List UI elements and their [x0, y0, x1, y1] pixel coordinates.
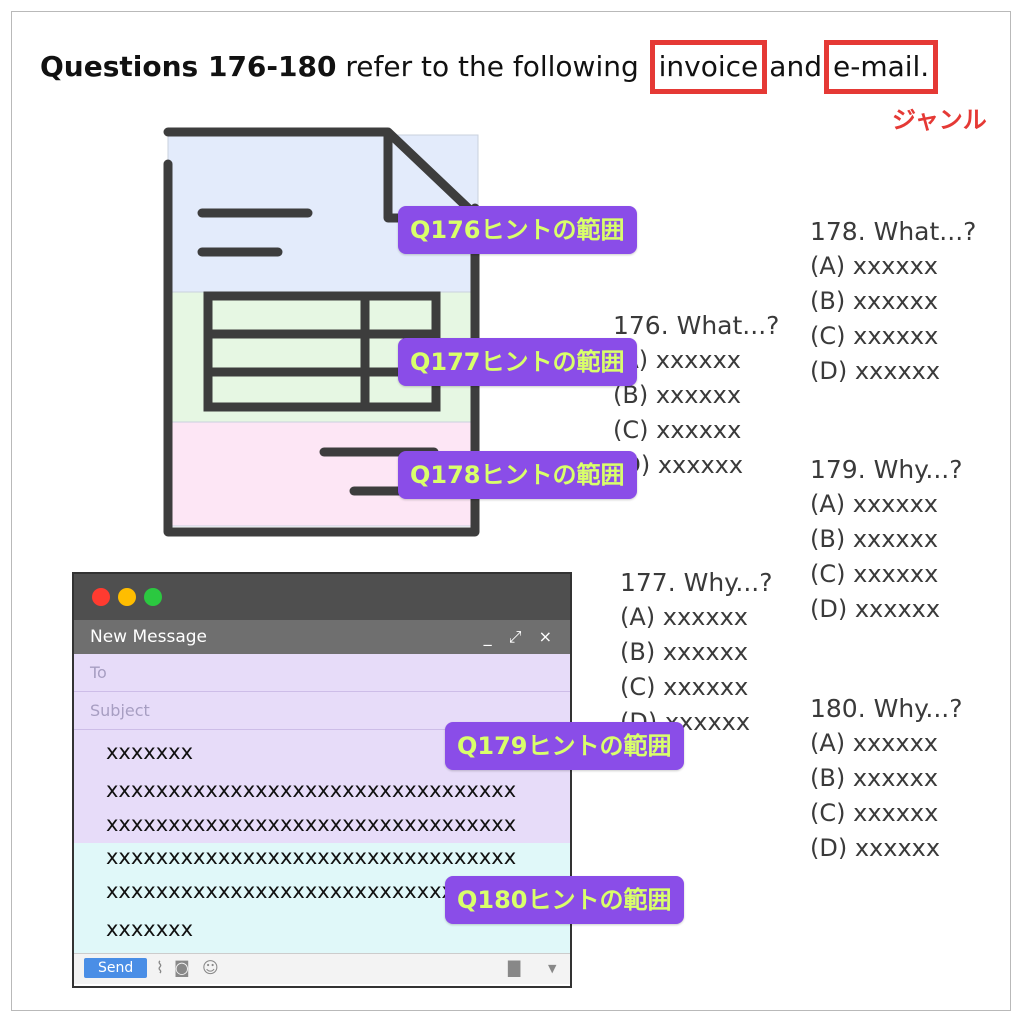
question-180: 180. Why...? (A) xxxxxx (B) xxxxxx (C) x…	[810, 691, 963, 866]
question-title: 180. Why...?	[810, 694, 963, 723]
genre-label: ジャンル	[892, 106, 987, 134]
email-window: New Message _ ⤢ × To Subject xxxxxxx xxx…	[72, 572, 572, 988]
email-line: xxxxxxx	[106, 917, 193, 941]
option-d: (D) xxxxxx	[810, 834, 941, 862]
option-b: (B) xxxxxx	[620, 638, 749, 666]
option-a: (A) xxxxxx	[810, 729, 938, 757]
question-title: 177. Why...?	[620, 568, 773, 597]
option-d: (D) xxxxxx	[810, 595, 941, 623]
question-178: 178. What...? (A) xxxxxx (B) xxxxxx (C) …	[810, 214, 976, 389]
email-line: xxxxxxxxxxxxxxxxxxxxxxxxxxxxxxxxx	[106, 845, 517, 869]
headline-questions: Questions 176-180	[40, 50, 337, 83]
email-highlight: e-mail.	[823, 40, 939, 94]
email-line: xxxxxxx	[106, 740, 193, 764]
close-dot-icon[interactable]	[92, 588, 110, 606]
hint-label-177: Q177ヒントの範囲	[398, 338, 637, 386]
hint-label-178: Q178ヒントの範囲	[398, 451, 637, 499]
question-179: 179. Why...? (A) xxxxxx (B) xxxxxx (C) x…	[810, 452, 963, 627]
option-d: (D) xxxxxx	[810, 357, 941, 385]
maximize-dot-icon[interactable]	[144, 588, 162, 606]
option-a: (A) xxxxxx	[810, 252, 938, 280]
option-c: (C) xxxxxx	[613, 416, 742, 444]
option-c: (C) xxxxxx	[810, 322, 939, 350]
hint-label-176: Q176ヒントの範囲	[398, 206, 637, 254]
option-b: (B) xxxxxx	[810, 287, 939, 315]
headline: Questions 176-180 refer to the following…	[40, 40, 940, 94]
question-title: 178. What...?	[810, 217, 977, 246]
question-title: 176. What...?	[613, 311, 780, 340]
option-d: (D) xxxxxx	[613, 451, 744, 479]
email-line: xxxxxxxxxxxxxxxxxxxxxxxxxxxxxxxxx	[106, 812, 517, 836]
question-176: 176. What...? (A) xxxxxx (B) xxxxxx (C) …	[613, 308, 779, 483]
outer-frame	[11, 11, 1011, 1011]
option-b: (B) xxxxxx	[810, 764, 939, 792]
email-line: xxxxxxxxxxxxxxxxxxxxxxxxxxxxxxxxx	[106, 778, 517, 802]
send-button[interactable]: Send	[84, 958, 148, 978]
dropdown-icon[interactable]: ▼	[548, 962, 557, 975]
to-field[interactable]: To	[74, 654, 570, 692]
option-c: (C) xxxxxx	[810, 560, 939, 588]
option-c: (C) xxxxxx	[620, 673, 749, 701]
minimize-dot-icon[interactable]	[118, 588, 136, 606]
smiley-icon[interactable]: ☺	[202, 958, 219, 977]
option-a: (A) xxxxxx	[613, 346, 741, 374]
option-a: (A) xxxxxx	[620, 603, 748, 631]
option-b: (B) xxxxxx	[613, 381, 742, 409]
option-a: (A) xxxxxx	[810, 490, 938, 518]
headline-and: and	[769, 50, 822, 83]
camera-icon[interactable]: ◙	[174, 958, 190, 977]
option-c: (C) xxxxxx	[810, 799, 939, 827]
message-title: New Message	[90, 627, 207, 647]
headline-text: refer to the following	[336, 50, 648, 83]
window-controls[interactable]: _ ⤢ ×	[483, 627, 558, 646]
invoice-highlight: invoice	[649, 40, 768, 94]
email-body-zone-179: xxxxxxx xxxxxxxxxxxxxxxxxxxxxxxxxxxxxxxx…	[74, 730, 570, 843]
message-header: New Message _ ⤢ ×	[74, 620, 570, 654]
trash-icon[interactable]: ▇	[508, 958, 521, 977]
question-177: 177. Why...? (A) xxxxxx (B) xxxxxx (C) x…	[620, 565, 773, 740]
window-titlebar	[74, 574, 570, 620]
hint-label-179: Q179ヒントの範囲	[445, 722, 684, 770]
paperclip-icon[interactable]: ⌇	[156, 958, 164, 977]
question-title: 179. Why...?	[810, 455, 963, 484]
hint-label-180: Q180ヒントの範囲	[445, 876, 684, 924]
option-b: (B) xxxxxx	[810, 525, 939, 553]
compose-toolbar: Send ⌇ ◙ ☺ ▇ ▼	[74, 953, 570, 984]
